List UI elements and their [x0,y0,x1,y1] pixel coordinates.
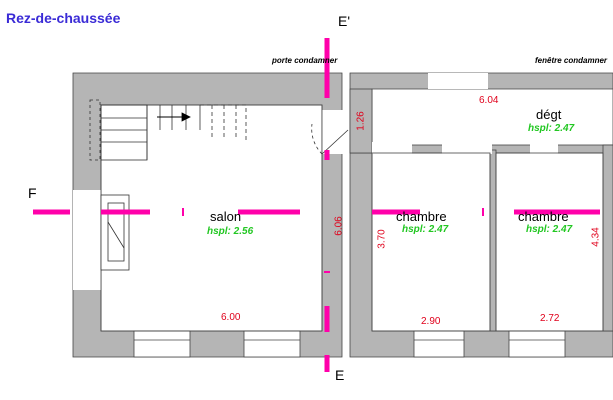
section-lines [33,38,600,372]
section-label-f: F [28,185,37,201]
bedroom-partition [489,149,497,332]
window-left [73,190,101,290]
right-wall-fill [602,144,613,332]
dim-6-00: 6.00 [221,312,241,323]
section-label-e-bottom: E [335,367,345,383]
room-chambre-1: chambre [396,209,447,224]
hspl-degt: hspl: 2.47 [528,123,575,134]
window-4 [508,330,566,358]
note-fenetre: fenêtre condamner [535,56,608,65]
staircase [89,99,247,161]
dim-6-04: 6.04 [479,95,499,106]
corridor-side-wall [349,88,373,154]
corridor-door-2 [442,142,492,154]
dim-2-90: 2.90 [421,316,441,327]
section-dashes [182,208,484,273]
dim-1-26: 1.26 [355,111,367,131]
hspl-salon: hspl: 2.56 [207,226,254,237]
dim-6-06: 6.06 [333,216,345,236]
corridor-door-3 [530,142,558,154]
chambre2-outline [495,152,604,332]
dim-3-70: 3.70 [376,229,388,249]
hspl-chambre-1: hspl: 2.47 [402,224,449,235]
right-wing-wall [349,72,613,358]
room-outlines [100,104,604,332]
room-salon: salon [210,209,242,224]
window-1 [133,330,191,358]
fireplace [100,194,130,271]
porte-gap [322,110,348,154]
window-3 [413,330,465,358]
hspl-chambre-2: hspl: 2.47 [526,224,573,235]
page-title: Rez-de-chaussée [6,10,121,26]
room-chambre-2: chambre [518,209,569,224]
dim-4-34: 4.34 [590,227,602,247]
corridor-door-1 [372,142,412,154]
window-2 [243,330,301,358]
openings [73,73,558,290]
chambre1-outline [371,152,491,332]
window-top [428,73,488,89]
room-degt: dégt [536,107,562,122]
dim-2-72: 2.72 [540,313,560,324]
note-porte: porte condamner [272,56,338,65]
section-label-e-top: E' [338,13,351,29]
